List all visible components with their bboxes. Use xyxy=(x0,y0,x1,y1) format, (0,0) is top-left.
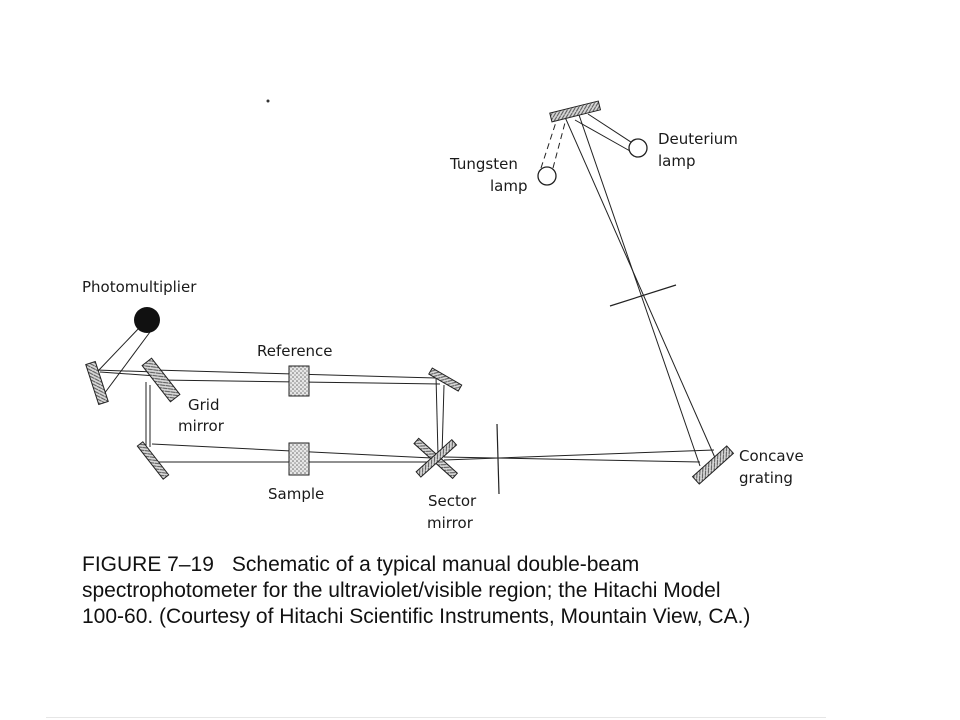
reference-fold-mirror xyxy=(428,367,463,392)
deuterium-label-line1: Deuterium xyxy=(658,130,738,148)
photomultiplier-label: Photomultiplier xyxy=(82,278,197,296)
sector-mirror xyxy=(413,437,459,480)
caption-text-1: Schematic of a typical manual double-bea… xyxy=(231,553,640,576)
figure-caption: FIGURE 7–19 Schematic of a typical manual… xyxy=(82,552,882,630)
caption-line-3: 100-60. (Courtesy of Hitachi Scientific … xyxy=(82,605,751,628)
deuterium-label-line2: lamp xyxy=(658,152,696,170)
tungsten-lamp-icon xyxy=(537,166,557,186)
caption-line-2: spectrophotometer for the ultraviolet/vi… xyxy=(82,579,721,602)
tungsten-label-line2: lamp xyxy=(490,177,528,195)
concave-grating xyxy=(691,445,735,485)
reference-cell xyxy=(288,365,310,397)
sample-label: Sample xyxy=(268,485,324,503)
grid-mirror-label-line2: mirror xyxy=(178,417,225,435)
bottom-divider xyxy=(46,717,826,718)
reference-label: Reference xyxy=(257,342,333,360)
sector-mirror-label-line1: Sector xyxy=(428,492,477,510)
exit-slit xyxy=(609,284,677,307)
deuterium-lamp-icon xyxy=(628,138,648,158)
photomultiplier-icon xyxy=(134,307,160,333)
sample-cell xyxy=(288,442,310,476)
top-mirror xyxy=(549,100,602,123)
stray-mark xyxy=(266,99,270,103)
detector-mirror xyxy=(85,360,109,406)
caption-line-1: FIGURE 7–19 Schematic of a typical manual… xyxy=(82,552,882,578)
grid-mirror xyxy=(141,357,181,403)
tungsten-label-line1: Tungsten xyxy=(449,155,518,173)
entrance-slit xyxy=(496,423,500,495)
grid-mirror-label-line1: Grid xyxy=(188,396,219,414)
concave-grating-label-line1: Concave xyxy=(739,447,804,465)
concave-grating-label-line2: grating xyxy=(739,469,793,487)
sample-fold-mirror xyxy=(136,441,170,480)
sector-mirror-label-line2: mirror xyxy=(427,514,474,532)
figure-number: FIGURE 7–19 xyxy=(82,553,214,576)
